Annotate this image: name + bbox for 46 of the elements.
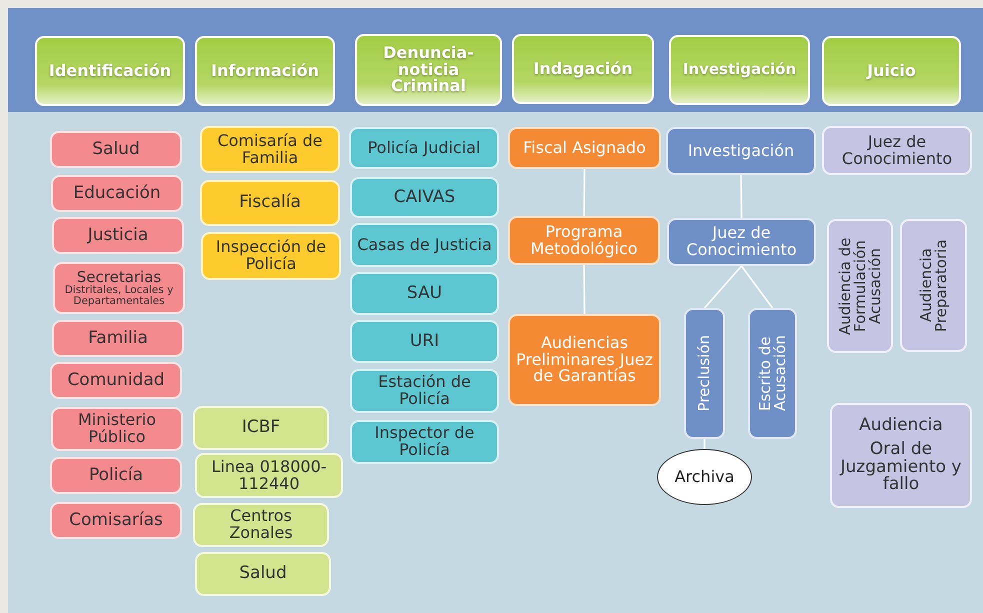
process-box: Secretarias Distritales, Locales y Departamentales (53, 262, 185, 314)
process-box: Escrito de Acusación (748, 308, 797, 439)
process-box: Fiscalía (200, 180, 340, 226)
stage-header-box: Indagación (512, 34, 654, 104)
stage-header-box: Información (195, 36, 335, 106)
process-box: CAIVAS (350, 177, 499, 218)
connector-line (583, 169, 586, 216)
process-box: Policía Judicial (349, 127, 499, 169)
process-box: SAU (350, 272, 499, 315)
process-box: Preclusión (684, 308, 725, 439)
process-box: Casas de Justicia (350, 223, 499, 267)
process-box: Juez de Conocimiento (822, 126, 972, 175)
process-box: Inspección de Policía (201, 232, 341, 280)
process-box: Comisaría de Familia (200, 126, 340, 173)
process-box: Centros Zonales (193, 503, 329, 547)
stage-header-box: Identificación (35, 36, 185, 106)
process-box: Juez de Conocimiento (667, 218, 816, 266)
process-box: Salud (50, 131, 182, 168)
connector-line (740, 175, 742, 218)
process-box: ICBF (193, 406, 329, 450)
connector-line (704, 439, 706, 449)
connector-line (704, 265, 742, 309)
process-box: Audiencia de Formulación Acusación (827, 219, 893, 353)
process-box: Programa Metodológico (508, 216, 660, 265)
connector-line (583, 265, 586, 314)
stage-header-box: Denuncia-noticia Criminal (355, 34, 502, 106)
process-box: Audiencia Preparatoria (900, 219, 967, 352)
process-box: Salud (195, 552, 331, 596)
process-box: Familia (52, 320, 184, 357)
process-box: Comisarías (50, 502, 182, 539)
process-box: Comunidad (50, 362, 182, 399)
process-box: Educación (51, 175, 183, 212)
stage-header-box: Juicio (822, 36, 961, 106)
process-box: Inspector de Policía (350, 420, 499, 464)
connector-line (740, 266, 774, 308)
process-box: Ministerio Público (51, 407, 183, 451)
process-box: Audiencias Preliminares Juez de Garantías (508, 314, 661, 406)
process-box: Linea 018000-112440 (195, 453, 343, 498)
process-box: Audiencia Oral de Juzgamiento y fallo (830, 403, 972, 508)
process-box: Policía (50, 457, 182, 494)
process-box: Fiscal Asignado (508, 127, 661, 169)
process-box: Investigación (666, 127, 816, 175)
stage-header-box: Investigación (669, 35, 810, 105)
process-box: Estación de Policía (350, 369, 499, 413)
process-box: URI (350, 320, 499, 363)
process-box: Justicia (52, 217, 184, 254)
